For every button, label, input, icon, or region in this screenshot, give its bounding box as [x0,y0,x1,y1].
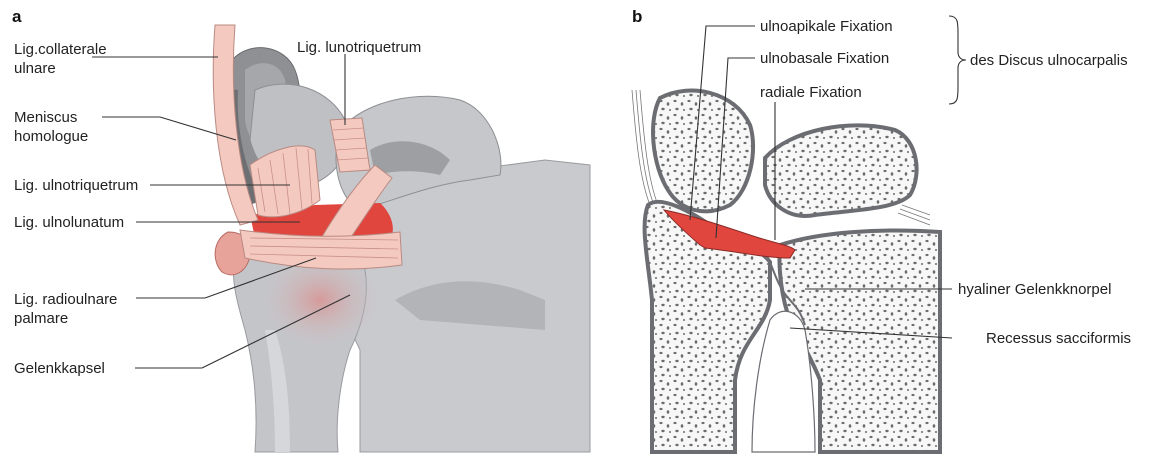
label-meniscus-line2: homologue [14,128,88,145]
label-ulnobasale: ulnobasale Fixation [760,50,889,67]
label-hyaliner-gelenkknorpel: hyaliner Gelenkknorpel [958,281,1111,298]
panel-b: b ulnoapikale Fixation ulnobasale Fixati… [632,7,1131,452]
label-discus-ulnocarpalis: des Discus ulnocarpalis [970,52,1128,69]
label-lig-collaterale-line1: Lig.collaterale [14,41,107,58]
label-lig-ulnotriquetrum: Lig. ulnotriquetrum [14,177,138,194]
label-meniscus-line1: Meniscus [14,109,77,126]
triquetrum-b-bone [653,91,753,212]
label-ulnoapikale: ulnoapikale Fixation [760,18,893,35]
lunate-b-bone [765,125,917,216]
label-recessus-sacciformis: Recessus sacciformis [986,330,1131,347]
label-lig-collaterale-line2: ulnare [14,60,56,77]
panel-a-letter: a [12,7,22,26]
label-lig-radioulnare-line1: Lig. radioulnare [14,291,117,308]
label-lig-radioulnare-line2: palmare [14,310,68,327]
label-gelenkkapsel: Gelenkkapsel [14,360,105,377]
panel-b-letter: b [632,7,642,26]
label-lig-lunotriquetrum: Lig. lunotriquetrum [297,39,421,56]
ulna-canal [752,311,815,452]
discus-brace [949,16,966,104]
panel-a: a Lig.collaterale ulnare Meniscus homolo… [12,7,590,452]
label-lig-ulnolunatum: Lig. ulnolunatum [14,214,124,231]
label-radiale: radiale Fixation [760,84,862,101]
